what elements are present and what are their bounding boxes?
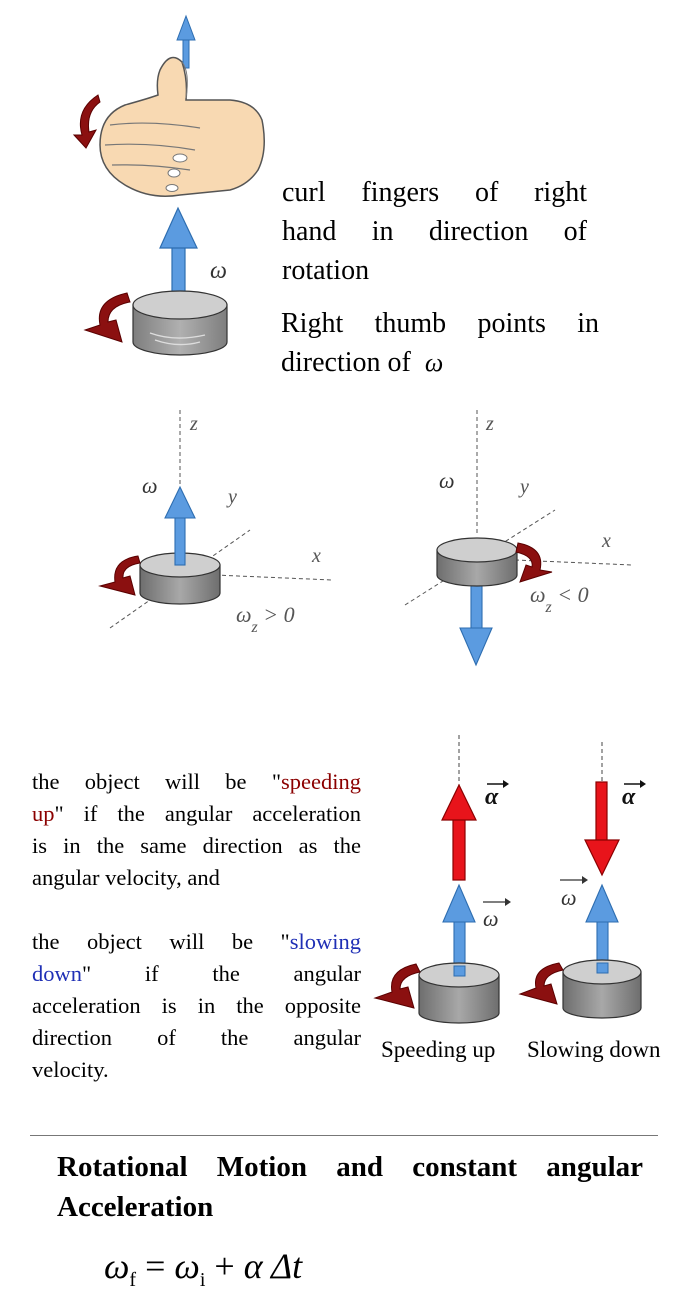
alpha-arrow-up — [441, 783, 477, 881]
alpha-vector-tip-right — [640, 780, 646, 788]
omega-arrow-up-right — [585, 883, 619, 979]
y-label-right: y — [518, 476, 529, 498]
x-label-right: x — [601, 530, 611, 552]
omega-label-top: ω — [210, 258, 227, 284]
omega-label-right: ω — [439, 468, 455, 493]
alpha-arrow-down — [584, 781, 620, 877]
thumb-omega: ω — [424, 348, 444, 377]
speeding-up-paragraph: the object will be "speeding up" if the … — [32, 766, 361, 894]
acceleration-diagrams: α ω α ω — [373, 735, 646, 1024]
thumb-line-2: direction of ω — [281, 343, 599, 382]
eq-equals: = — [136, 1246, 175, 1286]
speeding-up-diagram: α ω — [373, 735, 511, 1024]
heading-line-2: Acceleration — [57, 1191, 214, 1223]
eq-alpha: α — [243, 1246, 263, 1286]
omega-label-left: ω — [142, 473, 158, 498]
p2-line-4: direction of the angular — [32, 1025, 361, 1050]
p1-line-4: angular velocity, and — [32, 865, 220, 890]
omega-label-speedup: ω — [483, 906, 499, 931]
omega-arrow-right-down — [459, 579, 493, 667]
eq-sub-f: f — [129, 1269, 137, 1292]
thumb-line-2-text: direction of — [281, 347, 411, 378]
axes-right: z y x ω — [404, 410, 633, 606]
angular-velocity-equation: ωf = ωi + α Δt — [104, 1245, 302, 1292]
p1-line-2: up" if the angular acceleration — [32, 801, 361, 826]
eq-omega-i: ω — [174, 1246, 200, 1286]
alpha-vector-tip-left — [503, 780, 509, 788]
eq-sub-i: i — [199, 1269, 206, 1292]
section-heading: Rotational Motion and constant angular A… — [57, 1147, 643, 1227]
curl-line-3: rotation — [282, 255, 370, 286]
omega-arrow-left — [164, 485, 196, 566]
curl-line-2: hand in direction of — [282, 216, 587, 247]
curl-fingers-text: curl fingers of right hand in direction … — [282, 173, 587, 290]
p2-line-5: velocity. — [32, 1057, 109, 1082]
y-label-left: y — [226, 486, 237, 508]
thumb-text: Right thumb points in direction of ω — [281, 304, 599, 382]
thumb-arrow — [176, 14, 196, 69]
slowing-down-diagram: α ω — [518, 742, 646, 1019]
rotating-disk-top — [132, 290, 228, 356]
axes-diagrams: z y x ω ωz > 0 z y x ω ωz < 0 — [98, 410, 633, 667]
caption-slowing-down: Slowing down — [527, 1037, 661, 1062]
section-divider — [30, 1135, 658, 1136]
omega-z-positive: ωz > 0 — [236, 602, 295, 636]
hand-illustration — [99, 56, 265, 197]
right-hand-rule-figure: ω — [72, 14, 265, 356]
p1-line-3: is in the same direction as the — [32, 833, 361, 858]
z-label-left: z — [189, 413, 198, 435]
slowing-down-paragraph: the object will be "slowing down" if the… — [32, 926, 361, 1086]
curl-rotation-arrow — [72, 94, 101, 149]
p2-line-3: acceleration is in the opposite — [32, 993, 361, 1018]
thumb-line-1: Right thumb points in — [281, 308, 599, 339]
caption-speeding-up: Speeding up — [381, 1037, 496, 1062]
eq-plus: + — [205, 1246, 244, 1286]
axes-left: z y x ω — [109, 410, 333, 629]
curl-line-1: curl fingers of right — [282, 177, 587, 208]
disk-right — [436, 537, 518, 587]
x-label-left: x — [311, 545, 321, 567]
p1-line-1: the object will be "speeding — [32, 769, 361, 794]
omega-vector-tip-right — [582, 876, 588, 884]
omega-vector-tip-left — [505, 898, 511, 906]
heading-line-1: Rotational Motion and constant angular — [57, 1151, 643, 1183]
p2-line-2: down" if the angular — [32, 961, 361, 986]
z-label-right: z — [485, 413, 494, 435]
p2-line-1: the object will be "slowing — [32, 929, 361, 954]
alpha-label-left: α — [485, 784, 499, 810]
alpha-label-right: α — [622, 784, 636, 810]
eq-delta-t: Δt — [262, 1246, 303, 1286]
omega-z-negative: ωz < 0 — [530, 582, 589, 616]
rotation-arrow-top — [83, 292, 131, 343]
rotation-arrow-left — [98, 555, 141, 596]
rotation-arrow-right — [515, 542, 553, 583]
omega-label-slowdown: ω — [561, 885, 577, 910]
eq-omega-f: ω — [104, 1246, 130, 1286]
